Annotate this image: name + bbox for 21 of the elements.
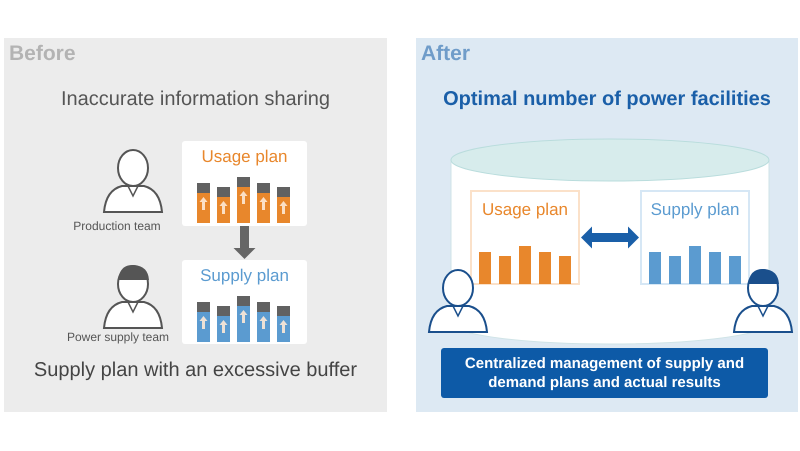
summary-box xyxy=(441,348,768,398)
arrow xyxy=(234,226,256,259)
before-panel xyxy=(4,38,387,412)
arrow xyxy=(581,226,639,248)
card-title: Supply plan xyxy=(650,200,740,220)
supply-plan-card xyxy=(182,260,307,344)
panel-heading: After xyxy=(421,42,470,66)
panel-subheading: Optimal number of power facilities xyxy=(442,88,772,111)
panel-note: Supply plan with an excessive buffer xyxy=(32,359,358,382)
card-title: Supply plan xyxy=(199,266,290,286)
usage-plan-card xyxy=(182,141,307,226)
card-title: Usage plan xyxy=(200,147,288,167)
after-panel xyxy=(416,38,798,412)
supply-plan-card xyxy=(640,190,750,285)
team-label: Production team xyxy=(72,219,162,233)
summary-text: Centralized management of supply and demand plans and actual results xyxy=(464,354,746,392)
panel-subheading: Inaccurate information sharing xyxy=(60,88,332,111)
team-label: Power supply team xyxy=(66,330,170,344)
usage-plan-card xyxy=(470,190,580,285)
panel-heading: Before xyxy=(9,42,76,66)
card-title: Usage plan xyxy=(480,200,569,220)
